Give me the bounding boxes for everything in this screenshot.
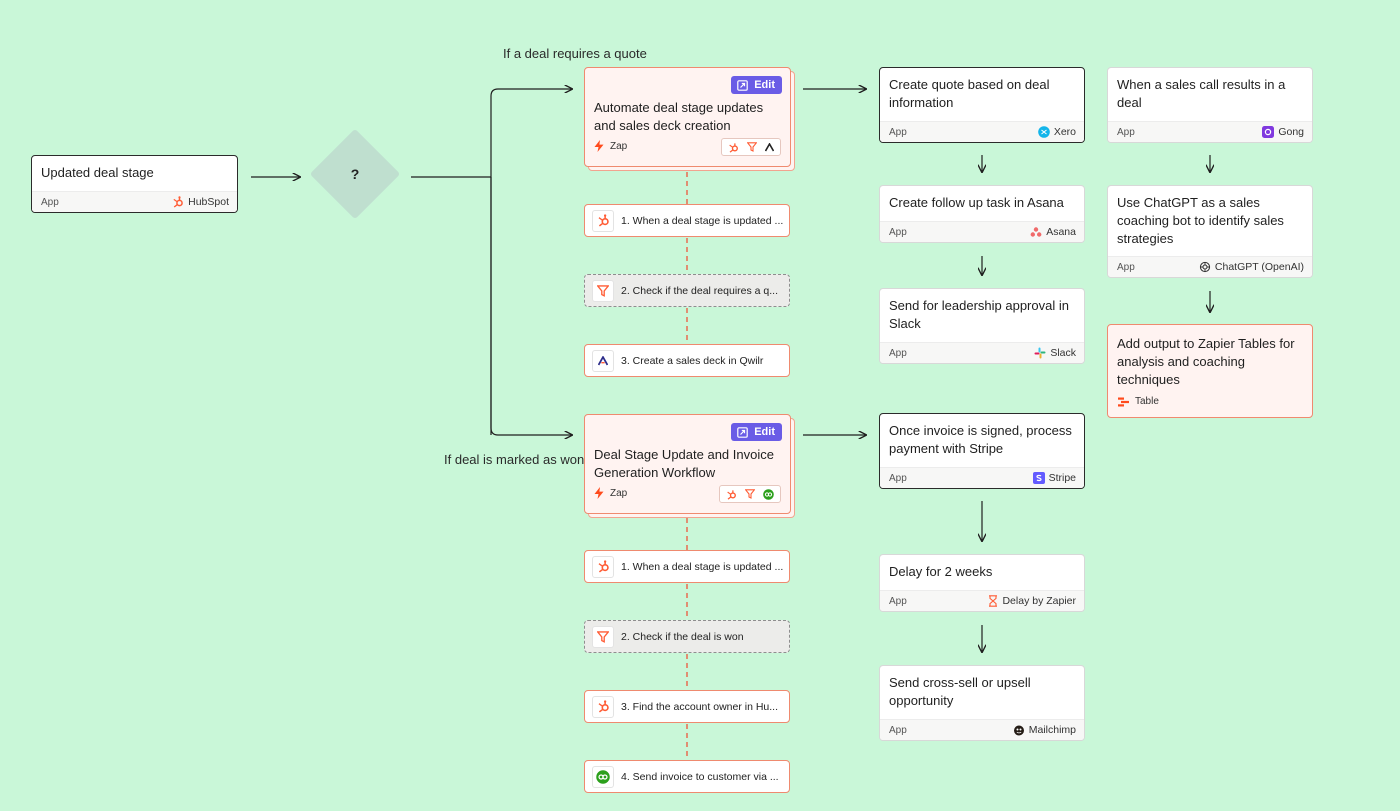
call-node-table[interactable]: Add output to Zapier Tables for analysis… (1107, 324, 1313, 418)
call-node-chatgpt[interactable]: Use ChatGPT as a sales coaching bot to i… (1107, 185, 1313, 278)
zap-step-filter[interactable]: 2. Check if the deal requires a q... (584, 274, 790, 307)
quote-node-asana[interactable]: Create follow up task in Asana App Asana (879, 185, 1085, 243)
zap-app-icons (721, 138, 781, 156)
decision-symbol: ? (350, 166, 360, 182)
node-app-name: Gong (1278, 126, 1304, 138)
node-app-name: Mailchimp (1028, 724, 1076, 736)
table-icon (1118, 397, 1129, 407)
node-title: Delay for 2 weeks (889, 564, 993, 579)
filter-icon (592, 279, 614, 302)
zap-app-icons (719, 485, 781, 503)
quickbooks-icon (592, 765, 614, 788)
node-title: Add output to Zapier Tables for analysis… (1117, 336, 1295, 387)
quote-node-slack[interactable]: Send for leadership approval in Slack Ap… (879, 288, 1085, 364)
won-node-stripe[interactable]: Once invoice is signed, process payment … (879, 413, 1085, 489)
node-app-name: HubSpot (188, 196, 229, 208)
node-type: App (889, 347, 907, 359)
call-node-gong[interactable]: When a sales call results in a deal App … (1107, 67, 1313, 143)
node-footer: App HubSpot (32, 191, 237, 212)
quote-node-xero[interactable]: Create quote based on deal information A… (879, 67, 1085, 143)
stripe-icon (1032, 472, 1045, 484)
zap-type-label: Zap (610, 487, 628, 499)
step-text: 3. Find the account owner in Hu... (621, 700, 779, 713)
qwilr-icon (592, 349, 614, 372)
node-app-name: Xero (1053, 126, 1076, 138)
node-type: App (889, 126, 907, 138)
node-type: App (889, 724, 907, 736)
zap-step[interactable]: 3. Create a sales deck in Qwilr (584, 344, 790, 377)
node-app-name: Slack (1050, 347, 1076, 359)
zap-step[interactable]: 1. When a deal stage is updated ... (584, 204, 790, 237)
lightning-icon (594, 487, 604, 499)
edit-button[interactable]: Edit (731, 76, 782, 94)
openai-icon (1199, 261, 1211, 273)
branch-label-won: If deal is marked as won (444, 452, 585, 467)
asana-icon (1030, 226, 1042, 238)
filter-icon (592, 625, 614, 648)
gong-icon (1262, 126, 1275, 138)
hubspot-icon (728, 142, 739, 153)
zap-step[interactable]: 3. Find the account owner in Hu... (584, 690, 790, 723)
node-title: Send for leadership approval in Slack (889, 298, 1069, 331)
node-title: Use ChatGPT as a sales coaching bot to i… (1117, 195, 1284, 246)
node-type: App (889, 595, 907, 607)
zap-card-won[interactable]: Edit Deal Stage Update and Invoice Gener… (584, 414, 791, 514)
won-node-delay[interactable]: Delay for 2 weeks App Delay by Zapier (879, 554, 1085, 612)
xero-icon (1038, 126, 1050, 138)
filter-icon (747, 142, 757, 152)
step-text: 2. Check if the deal is won (621, 630, 744, 643)
step-text: 1. When a deal stage is updated ... (621, 214, 784, 227)
zap-step[interactable]: 1. When a deal stage is updated ... (584, 550, 790, 583)
node-title: Updated deal stage (41, 165, 154, 180)
node-app-name: Stripe (1048, 472, 1076, 484)
external-edit-icon (737, 426, 749, 438)
hubspot-icon (592, 555, 614, 578)
node-type: App (889, 226, 907, 238)
node-app-name: Delay by Zapier (1002, 595, 1076, 607)
zap-card-quote[interactable]: Edit Automate deal stage updates and sal… (584, 67, 791, 167)
step-text: 3. Create a sales deck in Qwilr (621, 354, 764, 367)
edit-button[interactable]: Edit (731, 423, 782, 441)
node-type: App (1117, 261, 1135, 273)
lightning-icon (594, 140, 604, 152)
zap-step[interactable]: 4. Send invoice to customer via ... (584, 760, 790, 793)
node-title: Create follow up task in Asana (889, 195, 1064, 210)
step-text: 4. Send invoice to customer via ... (621, 770, 779, 783)
node-title: Send cross-sell or upsell opportunity (889, 675, 1031, 708)
zap-type-label: Zap (610, 140, 628, 152)
zap-title: Automate deal stage updates and sales de… (594, 100, 764, 133)
node-type: App (889, 472, 907, 484)
qwilr-icon (765, 142, 774, 152)
trigger-node[interactable]: Updated deal stage App HubSpot (31, 155, 238, 213)
hubspot-icon (592, 209, 614, 232)
zap-title: Deal Stage Update and Invoice Generation… (594, 447, 774, 480)
node-app-name: Asana (1046, 226, 1076, 238)
hubspot-icon (726, 489, 737, 500)
node-app-name: Table (1135, 396, 1159, 407)
hubspot-icon (592, 695, 614, 718)
node-title: Once invoice is signed, process payment … (889, 423, 1072, 456)
node-type: App (41, 196, 59, 208)
zap-step-filter[interactable]: 2. Check if the deal is won (584, 620, 790, 653)
node-title: Create quote based on deal information (889, 77, 1050, 110)
external-edit-icon (737, 79, 749, 91)
step-text: 1. When a deal stage is updated ... (621, 560, 784, 573)
mailchimp-icon (1013, 724, 1025, 736)
filter-icon (745, 489, 755, 499)
won-node-mailchimp[interactable]: Send cross-sell or upsell opportunity Ap… (879, 665, 1085, 741)
node-title: When a sales call results in a deal (1117, 77, 1286, 110)
step-text: 2. Check if the deal requires a q... (621, 284, 779, 297)
branch-label-quote: If a deal requires a quote (503, 46, 647, 61)
quickbooks-icon (763, 488, 774, 500)
node-type: App (1117, 126, 1135, 138)
hourglass-icon (988, 595, 998, 607)
slack-icon (1034, 347, 1046, 359)
node-app-name: ChatGPT (OpenAI) (1214, 261, 1304, 273)
hubspot-icon (172, 196, 184, 208)
